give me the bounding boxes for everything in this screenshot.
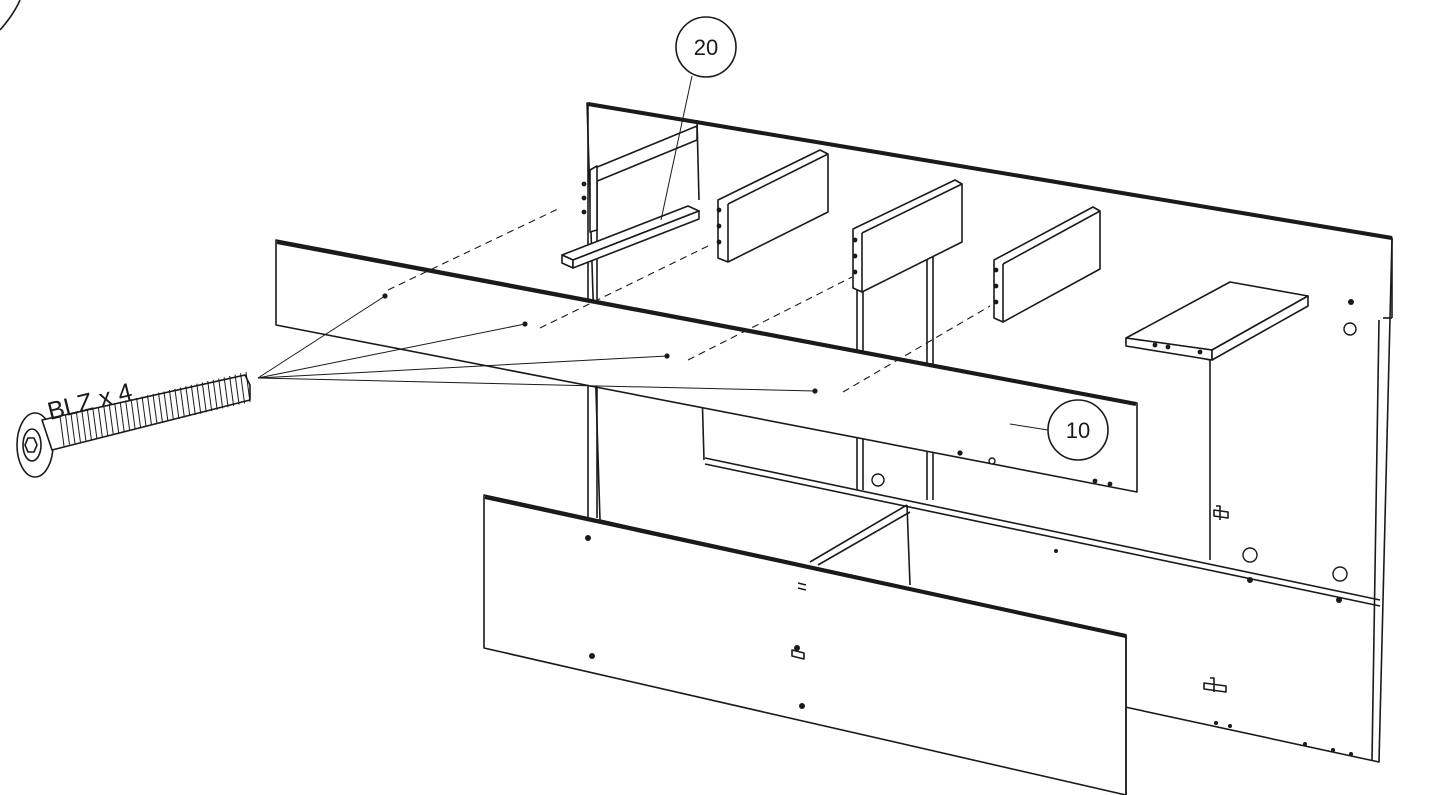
corner-arc	[0, 0, 21, 31]
rail-4	[993, 206, 1101, 323]
thread-ridge	[125, 400, 131, 431]
callout-20-label: 20	[694, 35, 718, 60]
thread-ridge	[64, 414, 70, 445]
thread-ridge	[245, 371, 251, 403]
front-rail-10	[275, 239, 1138, 493]
thread-ridge	[179, 387, 185, 418]
bottom-front-panel	[483, 494, 1127, 795]
thread-ridge	[212, 379, 218, 410]
thread-ridge	[136, 397, 142, 428]
callout-20: 20	[660, 16, 737, 221]
callout-10-label: 10	[1066, 418, 1090, 443]
thread-ridge	[147, 395, 153, 426]
thread-ridge	[70, 413, 76, 444]
rail-2	[716, 149, 829, 263]
thread-ridge	[97, 406, 103, 438]
thread-ridge	[59, 415, 65, 447]
assembly-dashes	[387, 207, 991, 393]
thread-ridge	[157, 392, 163, 423]
thread-ridge	[130, 399, 136, 430]
thread-ridge	[92, 408, 98, 439]
screw-leaders	[257, 295, 816, 392]
rail-1	[581, 125, 698, 233]
rail-3	[852, 179, 963, 293]
thread-ridge	[207, 380, 213, 412]
thread-ridge	[196, 383, 202, 414]
thread-ridge	[174, 388, 180, 419]
thread-ridge	[185, 386, 191, 417]
thread-ridge	[218, 378, 224, 409]
thread-ridge	[229, 375, 235, 406]
thread-ridge	[103, 405, 109, 436]
thread-ridge	[119, 401, 125, 432]
thread-ridge	[201, 382, 207, 413]
screw-thread	[59, 371, 251, 447]
thread-ridge	[108, 404, 114, 435]
thread-ridge	[114, 402, 120, 434]
thread-ridge	[223, 377, 229, 408]
bottom-divider	[809, 504, 911, 586]
thread-ridge	[234, 374, 240, 405]
blz-screw	[16, 371, 251, 478]
thread-ridge	[168, 390, 174, 421]
thread-ridge	[163, 391, 169, 422]
callout-10: 10	[1009, 399, 1109, 461]
thread-ridge	[152, 393, 158, 425]
thread-ridge	[81, 410, 87, 441]
thread-ridge	[141, 396, 147, 427]
shelf-20	[561, 205, 700, 269]
thread-ridge	[86, 409, 92, 440]
thread-ridge	[190, 384, 196, 416]
thread-ridge	[240, 373, 246, 404]
shelf-right	[1125, 281, 1309, 361]
thread-ridge	[75, 412, 81, 443]
